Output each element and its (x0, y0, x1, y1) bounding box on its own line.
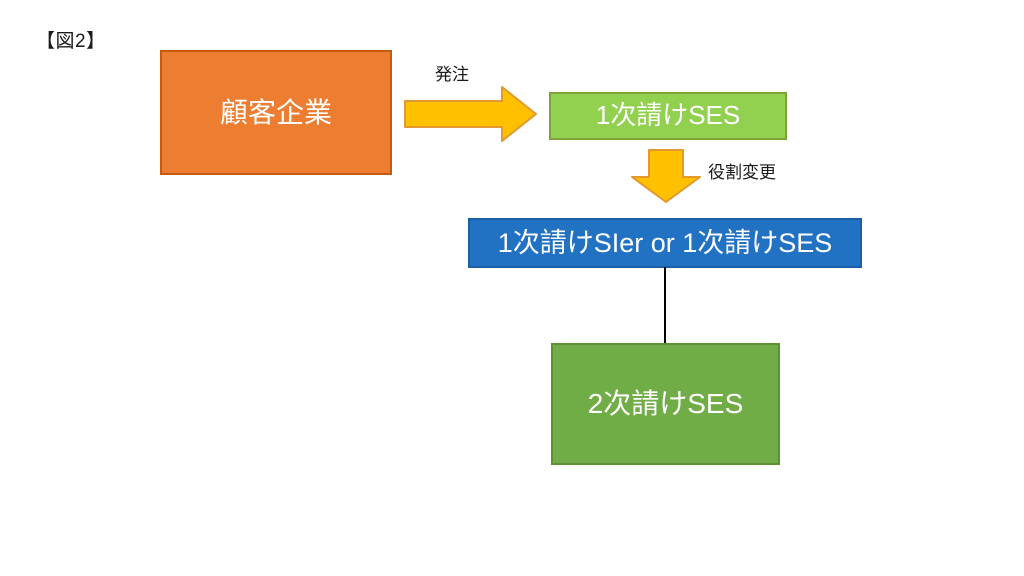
node-tier1-sier-or-ses-label: 1次請けSIer or 1次請けSES (497, 227, 833, 258)
node-tier1-sier-or-ses: 1次請けSIer or 1次請けSES (468, 218, 862, 268)
block-arrow-right-shape (404, 86, 537, 142)
edge-label-role-change: 役割変更 (708, 163, 776, 182)
connector-line (664, 267, 666, 344)
node-customer-company-label: 顧客企業 (219, 96, 332, 128)
node-tier1-ses-label: 1次請けSES (595, 100, 741, 131)
block-arrow-right-icon (404, 86, 537, 142)
node-customer-company: 顧客企業 (160, 50, 392, 175)
block-arrow-down-shape (631, 149, 701, 203)
block-arrow-down-icon (631, 149, 701, 203)
figure-label: 【図2】 (36, 31, 106, 52)
node-tier2-ses-label: 2次請けSES (587, 388, 744, 420)
node-tier2-ses: 2次請けSES (551, 343, 780, 465)
node-tier1-ses: 1次請けSES (549, 92, 787, 140)
edge-label-order: 発注 (435, 65, 469, 84)
